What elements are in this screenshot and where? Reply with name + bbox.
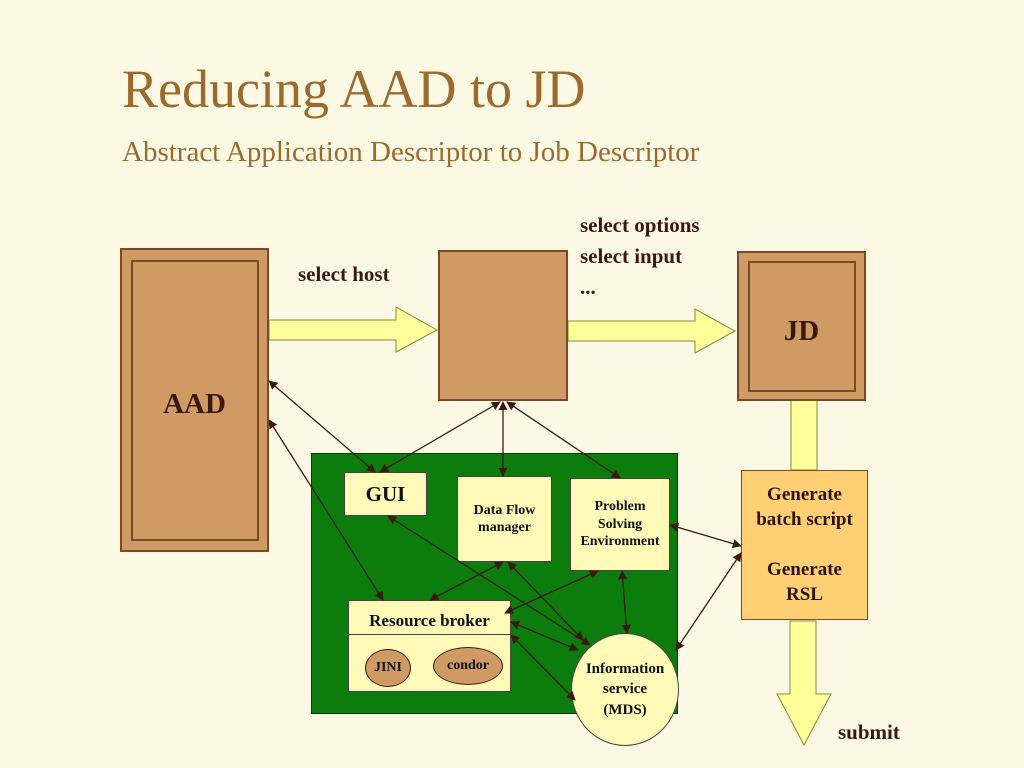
info-line1: Information	[585, 661, 665, 678]
aad-label: AAD	[163, 388, 226, 420]
data-flow-line1: Data Flow	[473, 502, 536, 518]
gen-line1: Generate	[767, 484, 842, 505]
arrow-submit	[776, 620, 832, 747]
info-line2: service	[602, 681, 648, 698]
resource-broker-divider	[349, 634, 510, 635]
information-service-circle: Information service (MDS)	[571, 633, 679, 746]
aad-box: AAD	[120, 248, 269, 552]
gui-label: GUI	[365, 481, 406, 506]
arrow-jd-to-generate	[790, 399, 818, 471]
jd-label: JD	[783, 315, 820, 347]
arrow-aad-to-middle	[268, 306, 439, 353]
gen-line3: Generate	[767, 559, 842, 581]
submit-label: submit	[838, 720, 900, 744]
pse-line3: Environment	[580, 534, 660, 550]
middle-box	[438, 250, 568, 401]
jini-oval: JINI	[365, 649, 411, 687]
info-line3: (MDS)	[603, 701, 647, 718]
gui-box: GUI	[344, 472, 427, 516]
gen-line2: batch script	[756, 508, 853, 530]
jd-box: JD	[737, 251, 866, 401]
page-title: Reducing AAD to JD	[122, 59, 586, 119]
conn-info-generate	[675, 552, 742, 651]
select-input-label: select input	[580, 244, 683, 268]
arrow-middle-to-jd	[567, 308, 737, 354]
problem-solving-environment-box: Problem Solving Environment	[570, 478, 670, 571]
condor-label: condor	[447, 658, 489, 674]
resource-broker-box: Resource broker JINI condor	[348, 600, 511, 692]
jini-label: JINI	[373, 660, 402, 676]
select-host-label: select host	[298, 262, 390, 286]
select-options-label: select options	[580, 213, 700, 237]
resource-broker-label: Resource broker	[369, 611, 490, 630]
condor-oval: condor	[433, 647, 503, 685]
ellipsis-label: ...	[580, 275, 596, 299]
data-flow-line2: manager	[478, 520, 531, 535]
conn-pse-generate	[669, 522, 742, 549]
pse-line2: Solving	[597, 516, 643, 532]
pse-line1: Problem	[594, 499, 646, 515]
generate-box: Generate batch script Generate RSL	[741, 470, 868, 620]
data-flow-manager-box: Data Flow manager	[457, 476, 552, 562]
page-subtitle: Abstract Application Descriptor to Job D…	[122, 136, 700, 168]
gen-line4: RSL	[786, 584, 823, 606]
